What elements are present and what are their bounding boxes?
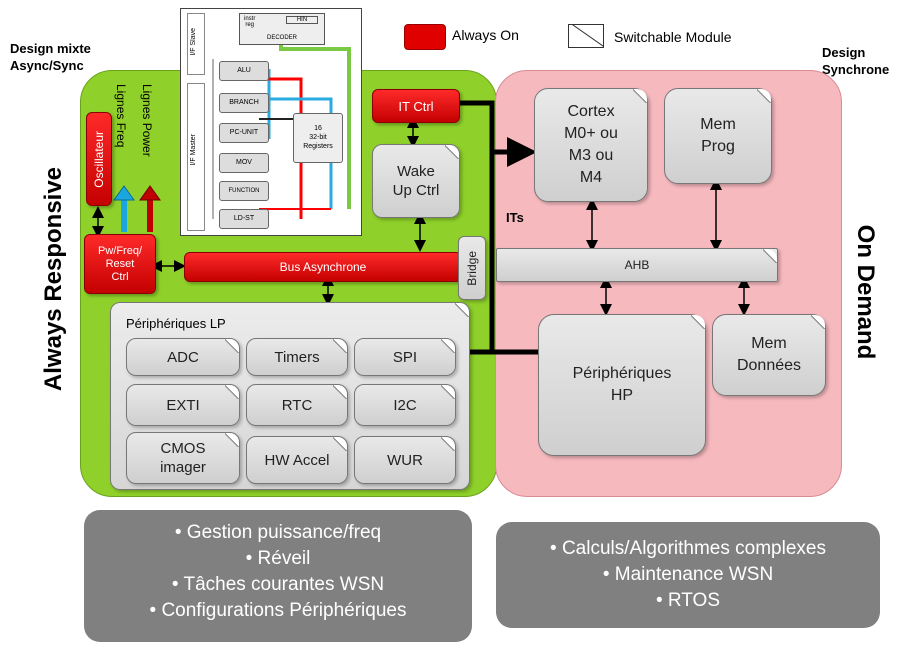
lp-timers-block: Timers	[246, 338, 348, 376]
legend-switchable-swatch	[568, 24, 604, 48]
legend-switchable-label: Switchable Module	[614, 29, 732, 45]
inset-registers: 16 32-bit Registers	[293, 113, 343, 163]
ahb-bus-block: AHB	[496, 248, 778, 282]
lignes-power-label: Lignes Power	[140, 84, 154, 157]
wake-up-ctrl-label: Wake Up Ctrl	[392, 163, 440, 199]
peripheriques-lp-title: Périphériques LP	[126, 316, 226, 331]
it-bus-line	[460, 100, 538, 355]
mem-prog-block: Mem Prog	[664, 88, 772, 184]
task-line-3: • Tâches courantes WSN	[171, 574, 385, 595]
always-responsive-tasks-box: • Gestion puissance/freq • Réveil • Tâch…	[84, 510, 472, 642]
cortex-label: Cortex M0+ ou M3 ou M4	[564, 103, 618, 186]
processor-inset: I/F Slave I/F Master instr reg HIN DECOD…	[180, 8, 362, 236]
lp-adc-block: ADC	[126, 338, 240, 376]
bus-asynchrone-label: Bus Asynchrone	[279, 260, 367, 274]
mem-donnees-label: Mem Données	[736, 335, 802, 374]
inset-unit-pc-unit: PC-UNIT	[219, 123, 269, 143]
cortex-block: Cortex M0+ ou M3 ou M4	[534, 88, 648, 202]
od-task-line-3: • RTOS	[655, 590, 721, 611]
lp-cmos-imager-block: CMOS imager	[126, 432, 240, 484]
decoder-box: instr reg HIN DECODER	[239, 13, 325, 45]
pw-freq-reset-ctrl-label: Pw/Freq/ Reset Ctrl	[97, 244, 142, 283]
legend-always-on-label: Always On	[452, 27, 519, 43]
lp-rtc-block: RTC	[246, 384, 348, 426]
bridge-block: Bridge	[458, 236, 486, 300]
task-line-2: • Réveil	[245, 548, 311, 569]
bridge-label: Bridge	[465, 250, 479, 286]
if-slave-box: I/F Slave	[187, 13, 205, 75]
oscillateur-label: Oscillateur	[92, 130, 106, 188]
lp-spi-block: SPI	[354, 338, 456, 376]
legend-always-on-swatch	[404, 24, 446, 50]
peripheriques-hp-block: Périphériques HP	[538, 314, 706, 456]
lp-exti-block: EXTI	[126, 384, 240, 426]
peripheriques-hp-label: Périphériques HP	[572, 365, 672, 404]
design-synchrone-label: Design Synchrone	[822, 45, 890, 77]
its-label: ITs	[506, 210, 524, 225]
pw-freq-reset-ctrl-block: Pw/Freq/ Reset Ctrl	[84, 234, 156, 294]
lp-i2c-block: I2C	[354, 384, 456, 426]
task-line-1: • Gestion puissance/freq	[174, 522, 382, 543]
if-master-box: I/F Master	[187, 83, 205, 231]
inset-unit-alu: ALU	[219, 61, 269, 81]
inset-unit-mov: MOV	[219, 153, 269, 173]
mem-donnees-block: Mem Données	[712, 314, 826, 396]
on-demand-tasks-box: • Calculs/Algorithmes complexes • Mainte…	[496, 522, 880, 628]
oscillateur-block: Oscillateur	[86, 112, 112, 206]
bus-asynchrone-block: Bus Asynchrone	[184, 252, 462, 282]
od-task-line-1: • Calculs/Algorithmes complexes	[550, 538, 826, 559]
lp-wur-block: WUR	[354, 436, 456, 484]
inset-unit-ld-st: LD-ST	[219, 209, 269, 229]
wake-up-ctrl-block: Wake Up Ctrl	[372, 144, 460, 218]
mem-prog-label: Mem Prog	[700, 116, 736, 155]
inset-unit-function: FUNCTION	[219, 181, 269, 201]
lp-hw-accel-block: HW Accel	[246, 436, 348, 484]
ahb-label: AHB	[624, 258, 650, 272]
od-task-line-2: • Maintenance WSN	[602, 564, 774, 585]
inset-unit-branch: BRANCH	[219, 93, 269, 113]
it-ctrl-label: IT Ctrl	[398, 98, 434, 114]
it-ctrl-block: IT Ctrl	[372, 89, 460, 123]
design-mixte-label: Design mixte Async/Sync	[10, 41, 91, 73]
lignes-freq-label: Lignes Freq	[114, 84, 128, 148]
task-line-4: • Configurations Périphériques	[149, 600, 407, 621]
